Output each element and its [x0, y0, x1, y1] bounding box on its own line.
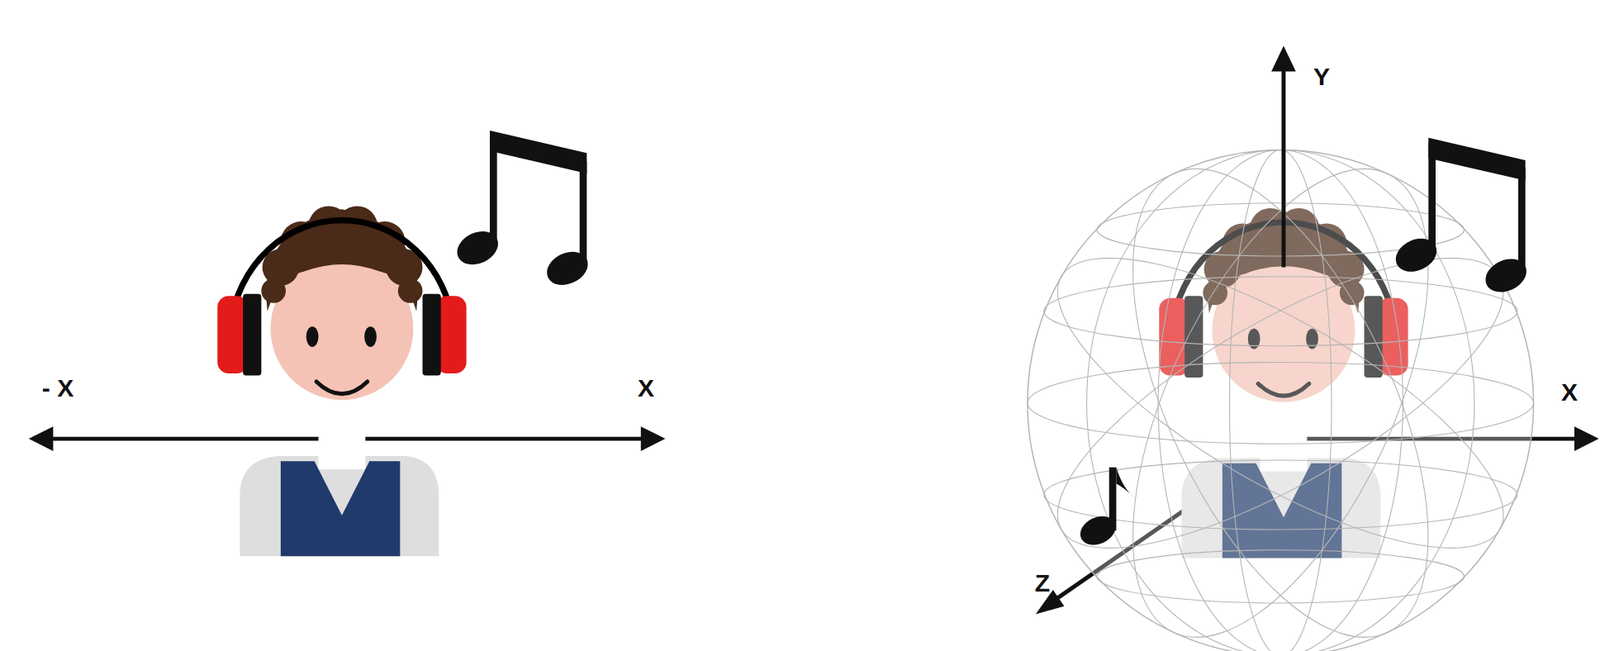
axis-label: X — [637, 374, 655, 403]
axis-label: - X — [42, 374, 74, 403]
axis-label: Y — [1313, 62, 1330, 91]
left-figure — [28, 130, 666, 556]
right-figure — [1020, 46, 1600, 651]
axis-label: X — [1561, 378, 1578, 407]
axis-label: Z — [1035, 569, 1050, 598]
